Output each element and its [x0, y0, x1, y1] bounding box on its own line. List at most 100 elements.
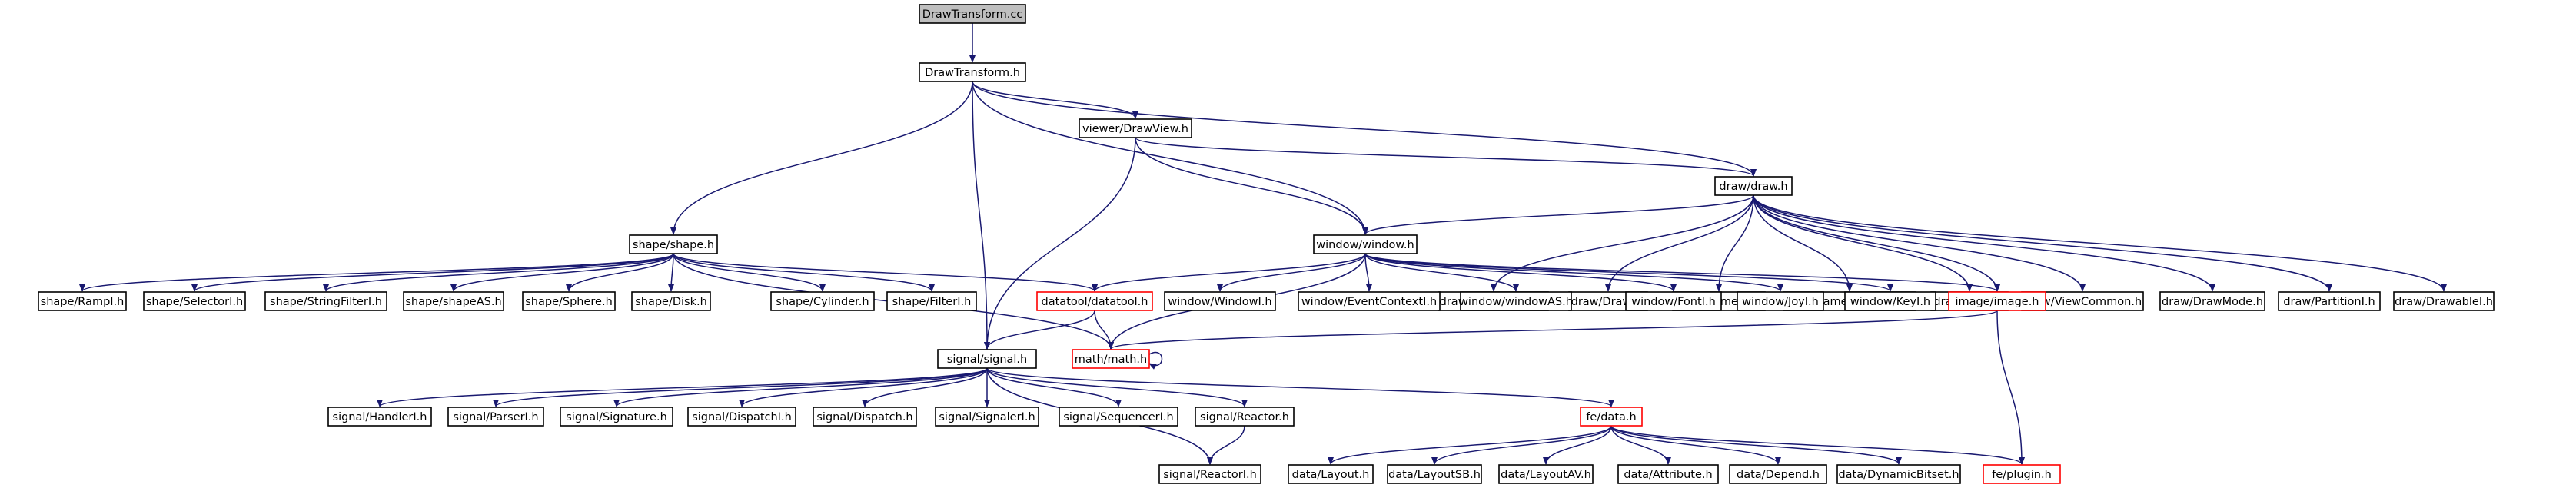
node-depend[interactable]: data/Depend.h — [1729, 464, 1827, 484]
node-root[interactable]: DrawTransform.cc — [919, 4, 1026, 24]
node-dispatch[interactable]: signal/Dispatch.h — [813, 407, 917, 427]
node-box — [264, 291, 387, 311]
node-plugin[interactable]: fe/plugin.h — [1983, 464, 2061, 484]
edge-window-to-fontI — [1364, 253, 1677, 292]
node-box — [1844, 291, 1936, 311]
node-drawMode[interactable]: draw/DrawMode.h — [2159, 291, 2265, 311]
node-math[interactable]: math/math.h — [1072, 349, 1150, 369]
node-fontI[interactable]: window/FontI.h — [1625, 291, 1722, 311]
node-signalerI[interactable]: signal/SignalerI.h — [935, 407, 1039, 427]
node-eventContextI[interactable]: window/EventContextI.h — [1298, 291, 1441, 311]
node-label: shape/Disk.h — [635, 296, 707, 308]
node-reactorI[interactable]: signal/ReactorI.h — [1158, 464, 1261, 484]
edge-signal-to-signature — [613, 367, 988, 407]
node-box — [935, 407, 1039, 427]
node-windowAS[interactable]: window/windowAS.h — [1459, 291, 1573, 311]
node-reactor[interactable]: signal/Reactor.h — [1195, 407, 1295, 427]
edge-drawh-to-window — [1362, 194, 1754, 235]
edge-signal-to-handlerI — [377, 367, 988, 407]
node-layoutAV[interactable]: data/LayoutAV.h — [1498, 464, 1594, 484]
edge-fedata-to-layoutAV — [1543, 425, 1612, 465]
node-box — [1836, 464, 1961, 484]
node-label: signal/SignalerI.h — [939, 411, 1035, 423]
node-dispatchI[interactable]: signal/DispatchI.h — [687, 407, 796, 427]
node-box — [522, 291, 616, 311]
node-label: data/Depend.h — [1737, 469, 1820, 481]
edge-fedata-to-plugin — [1610, 425, 2025, 465]
edge-fedata-to-depend — [1610, 425, 1781, 465]
node-box — [2393, 291, 2495, 311]
node-box — [1288, 464, 1374, 484]
edge-reactor-to-reactorI — [1207, 425, 1245, 465]
node-partitionI[interactable]: draw/PartitionI.h — [2278, 291, 2381, 311]
node-label: signal/Signature.h — [566, 411, 667, 423]
node-label: shape/shape.h — [633, 239, 714, 251]
edge-shapeh-to-selectorI — [191, 253, 674, 292]
node-drawableI[interactable]: draw/DrawableI.h — [2393, 291, 2495, 311]
node-datatool[interactable]: datatool/datatool.h — [1036, 291, 1153, 311]
node-layoutSB[interactable]: data/LayoutSB.h — [1387, 464, 1482, 484]
node-label: signal/ParserI.h — [453, 411, 538, 423]
edge-window-to-eventContextI — [1364, 253, 1372, 292]
edge-fedata-to-layoutSB — [1431, 425, 1612, 465]
node-label: signal/ReactorI.h — [1163, 469, 1257, 481]
node-box — [1387, 464, 1482, 484]
node-box — [1983, 464, 2061, 484]
node-label: window/JoyI.h — [1742, 296, 1819, 308]
node-box — [631, 291, 711, 311]
node-box — [1036, 291, 1153, 311]
node-signal[interactable]: signal/signal.h — [937, 349, 1037, 369]
node-label: draw/DrawMode.h — [2162, 296, 2263, 308]
node-window[interactable]: window/window.h — [1313, 234, 1418, 254]
node-box — [1498, 464, 1594, 484]
node-label: DrawTransform.cc — [922, 8, 1023, 21]
node-signature[interactable]: signal/Signature.h — [560, 407, 673, 427]
node-label: data/DynamicBitset.h — [1838, 469, 1959, 481]
node-joyI[interactable]: window/JoyI.h — [1737, 291, 1824, 311]
node-dynBitset[interactable]: data/DynamicBitset.h — [1836, 464, 1961, 484]
node-box — [770, 291, 875, 311]
node-selectorI[interactable]: shape/SelectorI.h — [143, 291, 246, 311]
node-label: shape/Cylinder.h — [776, 296, 869, 308]
edge-fedata-to-attribute — [1610, 425, 1671, 465]
node-shapeh[interactable]: shape/shape.h — [629, 234, 718, 254]
edge-dth-to-drawh — [972, 81, 1757, 177]
node-box — [2159, 291, 2265, 311]
node-box — [1158, 464, 1261, 484]
edge-drawh-to-viewI — [1753, 194, 1973, 292]
edge-shapeh-to-cylinder — [673, 253, 826, 292]
node-layout[interactable]: data/Layout.h — [1288, 464, 1374, 484]
node-windowI[interactable]: window/WindowI.h — [1164, 291, 1276, 311]
node-sequencerI[interactable]: signal/SequencerI.h — [1059, 407, 1178, 427]
node-label: draw/ViewCommon.h — [2023, 296, 2142, 308]
node-cylinder[interactable]: shape/Cylinder.h — [770, 291, 875, 311]
node-box — [1948, 291, 2046, 311]
node-stringFilterI[interactable]: shape/StringFilterI.h — [264, 291, 387, 311]
node-disk[interactable]: shape/Disk.h — [631, 291, 711, 311]
node-rampI[interactable]: shape/RampI.h — [38, 291, 127, 311]
node-image[interactable]: image/image.h — [1948, 291, 2046, 311]
edge-drawh-to-viewCommon — [1753, 194, 2086, 292]
edge-shapeh-to-stringFilterI — [323, 253, 674, 292]
node-label: data/Layout.h — [1292, 469, 1370, 481]
node-filterI[interactable]: shape/FilterI.h — [886, 291, 977, 311]
edge-dth-to-shapeh — [670, 81, 973, 235]
node-shapeAS[interactable]: shape/shapeAS.h — [403, 291, 504, 311]
edge-dth-to-signal — [972, 81, 990, 350]
node-label: window/window.h — [1316, 239, 1414, 251]
node-viewer[interactable]: viewer/DrawView.h — [1079, 118, 1192, 138]
edge-image-to-plugin — [1996, 310, 2025, 465]
node-dth[interactable]: DrawTransform.h — [919, 62, 1026, 82]
node-handlerI[interactable]: signal/HandlerI.h — [327, 407, 432, 427]
edge-window-to-keyI — [1364, 253, 1893, 292]
node-fedata[interactable]: fe/data.h — [1580, 407, 1643, 427]
node-parserI[interactable]: signal/ParserI.h — [447, 407, 544, 427]
edge-signal-to-dispatchI — [739, 367, 988, 407]
edge-drawh-to-drawbufferI — [1491, 194, 1754, 292]
node-sphere[interactable]: shape/Sphere.h — [522, 291, 616, 311]
node-label: shape/FilterI.h — [892, 296, 972, 308]
node-attribute[interactable]: data/Attribute.h — [1617, 464, 1719, 484]
node-keyI[interactable]: window/KeyI.h — [1844, 291, 1936, 311]
node-drawh[interactable]: draw/draw.h — [1714, 176, 1793, 196]
